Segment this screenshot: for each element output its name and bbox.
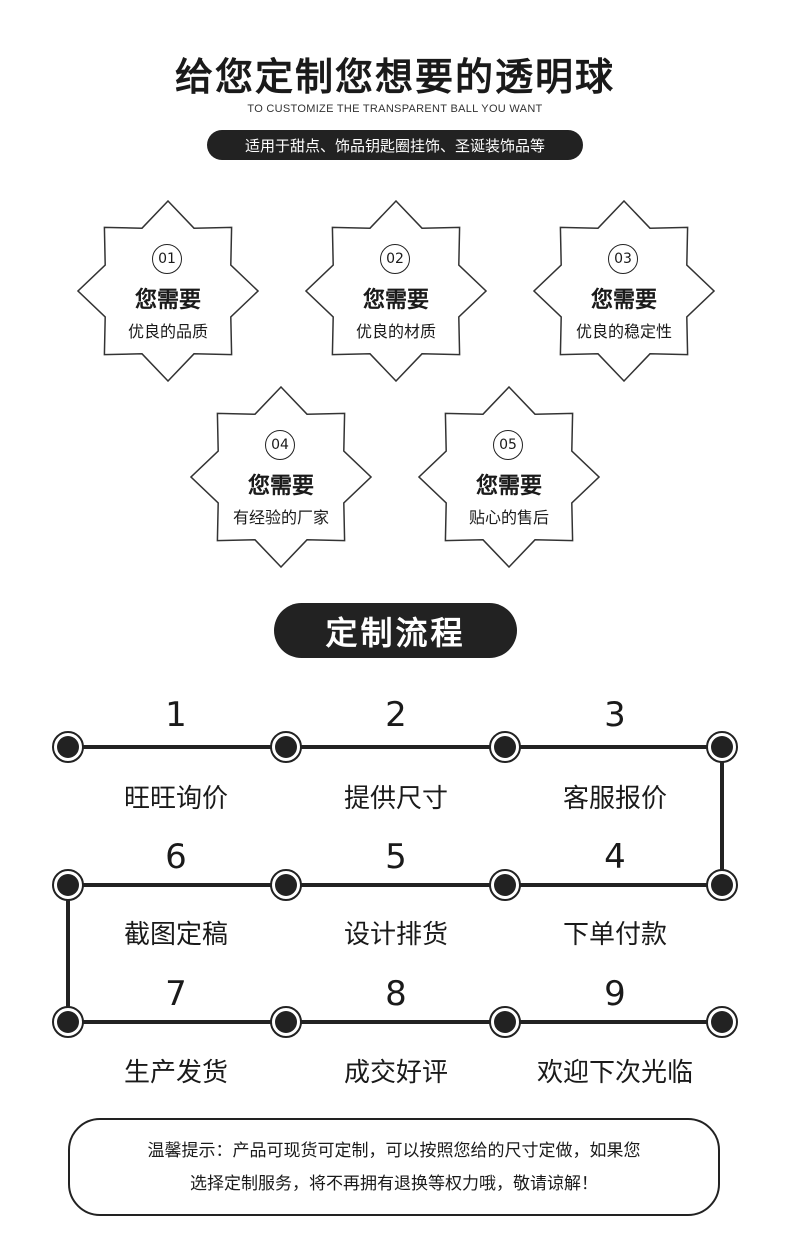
step-number-8: 8 (385, 974, 407, 1014)
step-label-5: 设计排货 (343, 920, 448, 950)
page-subtitle: TO CUSTOMIZE THE TRANSPARENT BALL YOU WA… (247, 103, 543, 115)
flow-dot-icon (52, 869, 84, 901)
step-number-9: 9 (604, 974, 626, 1014)
star-outline-icon (418, 386, 600, 568)
flow-dot-icon (489, 869, 521, 901)
flow-dot-icon (52, 1006, 84, 1038)
feature-text: 贴心的售后 (468, 508, 549, 527)
step-number-2: 2 (385, 695, 407, 735)
feature-heading: 您需要 (475, 474, 542, 499)
feature-star-05: 05 您需要 贴心的售后 (418, 386, 600, 568)
step-label-2: 提供尺寸 (343, 784, 448, 814)
star-outline-icon (533, 200, 715, 382)
star-outline-icon (190, 386, 372, 568)
feature-star-04: 04 您需要 有经验的厂家 (190, 386, 372, 568)
feature-heading: 您需要 (247, 474, 314, 499)
usage-tagline: 适用于甜点、饰品钥匙圈挂饰、圣诞装饰品等 (207, 130, 583, 160)
feature-number: 03 (608, 244, 638, 274)
feature-text: 有经验的厂家 (232, 508, 329, 527)
star-outline-icon (77, 200, 259, 382)
step-label-1: 旺旺询价 (123, 784, 228, 814)
step-number-1: 1 (165, 695, 187, 735)
feature-number: 05 (493, 430, 523, 460)
step-number-7: 7 (165, 974, 187, 1014)
feature-text: 优良的品质 (127, 322, 208, 341)
step-label-4: 下单付款 (562, 920, 667, 950)
process-title: 定制流程 (274, 603, 517, 658)
feature-number: 04 (265, 430, 295, 460)
step-label-7: 生产发货 (123, 1058, 228, 1088)
step-label-9: 欢迎下次光临 (536, 1058, 693, 1088)
flow-dot-icon (270, 869, 302, 901)
notice-box: 温馨提示：产品可现货可定制，可以按照您给的尺寸定做，如果您 选择定制服务，将不再… (68, 1118, 720, 1216)
feature-heading: 您需要 (134, 288, 201, 313)
flow-dot-icon (706, 869, 738, 901)
flow-dot-icon (706, 731, 738, 763)
feature-star-01: 01 您需要 优良的品质 (77, 200, 259, 382)
feature-heading: 您需要 (590, 288, 657, 313)
step-label-8: 成交好评 (343, 1058, 448, 1088)
page-title: 给您定制您想要的透明球 (174, 55, 615, 99)
notice-line-1: 温馨提示：产品可现货可定制，可以按照您给的尺寸定做，如果您 (147, 1141, 641, 1161)
flow-dot-icon (270, 1006, 302, 1038)
flow-dot-icon (489, 1006, 521, 1038)
step-label-6: 截图定稿 (123, 920, 228, 950)
star-outline-icon (305, 200, 487, 382)
flow-dot-icon (270, 731, 302, 763)
feature-text: 优良的稳定性 (575, 322, 672, 341)
step-label-3: 客服报价 (562, 784, 667, 814)
feature-text: 优良的材质 (355, 322, 436, 341)
feature-heading: 您需要 (362, 288, 429, 313)
feature-star-03: 03 您需要 优良的稳定性 (533, 200, 715, 382)
feature-number: 02 (380, 244, 410, 274)
flow-dot-icon (489, 731, 521, 763)
notice-line-2: 选择定制服务，将不再拥有退换等权力哦，敬请谅解！ (190, 1174, 598, 1194)
feature-number: 01 (152, 244, 182, 274)
step-number-5: 5 (385, 837, 407, 877)
flow-dot-icon (706, 1006, 738, 1038)
step-number-6: 6 (165, 837, 187, 877)
feature-star-02: 02 您需要 优良的材质 (305, 200, 487, 382)
step-number-4: 4 (604, 837, 626, 877)
step-number-3: 3 (604, 695, 626, 735)
flow-dot-icon (52, 731, 84, 763)
